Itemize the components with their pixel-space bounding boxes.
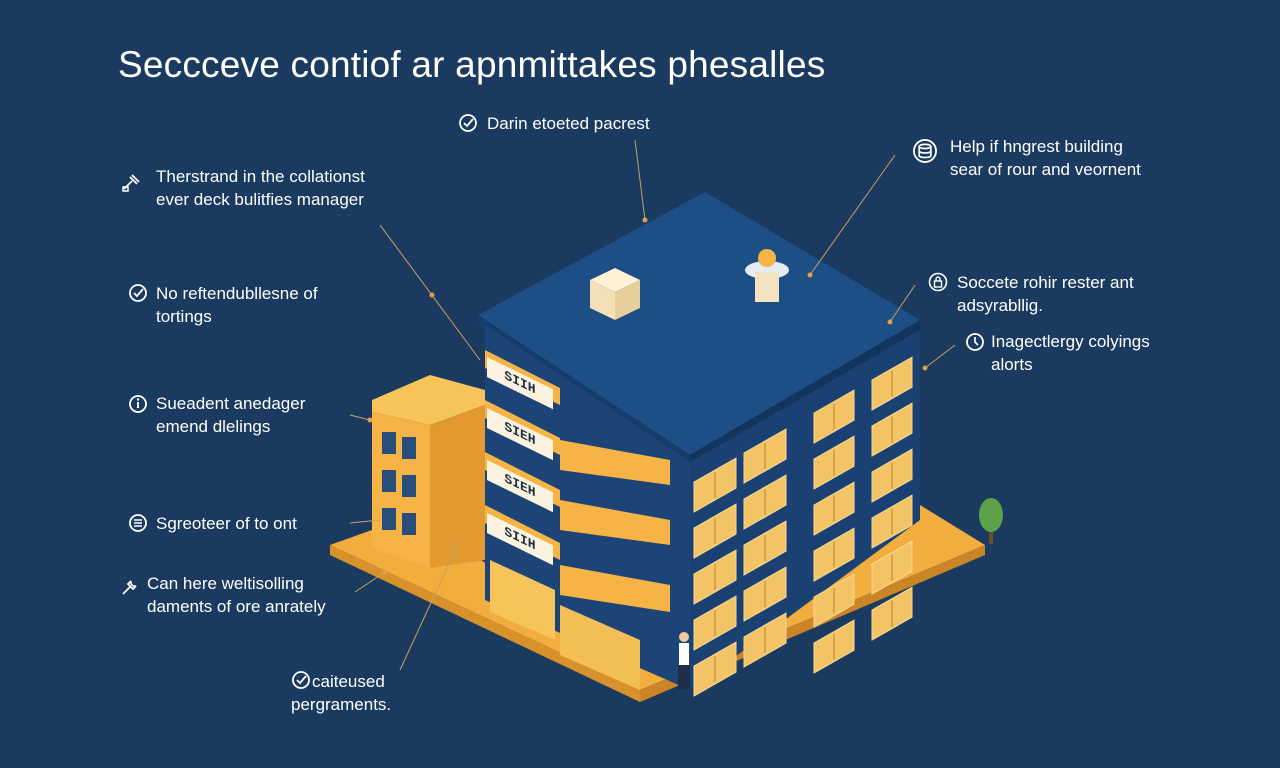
person-body xyxy=(679,643,689,665)
callout-right-3: Inagectlergy colyings alorts xyxy=(966,330,1150,376)
callout-top: Darin etoeted pacrest xyxy=(459,112,650,135)
check-circle-icon xyxy=(291,670,310,689)
check-circle-icon xyxy=(128,283,148,303)
leader-lines xyxy=(349,139,956,671)
ground-platform-edge xyxy=(330,545,640,702)
callout-right-2-line-1: Soccete rohir rester ant xyxy=(957,273,1134,292)
front-shop-2 xyxy=(560,605,640,690)
tower-roof-rim-right xyxy=(690,320,920,465)
person-legs xyxy=(678,665,690,689)
callout-left-1-line-2: ever deck bulitfies manager xyxy=(156,190,364,209)
rooftop-dome-light xyxy=(758,249,776,267)
callout-right-2: Soccete rohir rester ant adsyrabllig. xyxy=(928,271,1134,317)
tools-icon xyxy=(119,578,139,598)
check-circle-icon xyxy=(458,113,478,133)
page-title: Seccceve contiof ar apnmittakes phesalle… xyxy=(118,44,826,85)
lock-icon xyxy=(928,272,948,292)
hammer-icon xyxy=(121,173,141,193)
callout-left-4: Sgreoteer of to ont xyxy=(129,512,297,535)
callout-bottom-line-2: pergraments. xyxy=(291,695,392,714)
orange-building-side xyxy=(430,405,485,568)
rooftop-box-right xyxy=(615,280,640,320)
front-shop xyxy=(490,560,555,640)
callout-right-1-line-2: sear of rour and veornent xyxy=(950,160,1141,179)
person-head xyxy=(679,632,689,642)
callout-left-5-line-2: daments of ore anrately xyxy=(147,597,326,616)
callout-left-3-line-1: Sueadent anedager xyxy=(156,394,306,413)
callout-bottom: caiteused pergraments. xyxy=(291,670,391,716)
info-circle-icon xyxy=(128,394,148,414)
callout-left-2: No reftendubllesne of tortings xyxy=(129,282,318,328)
tower-windows xyxy=(693,356,913,697)
callout-right-3-line-2: alorts xyxy=(991,355,1033,374)
callout-left-2-line-2: tortings xyxy=(156,307,212,326)
callout-right-1: Help if hngrest building sear of rour an… xyxy=(913,135,1141,181)
database-icon xyxy=(912,138,938,164)
tree-trunk xyxy=(989,522,993,544)
tower-roof xyxy=(478,192,920,455)
callout-left-2-line-1: No reftendubllesne of xyxy=(156,284,318,303)
leader-dots xyxy=(367,217,928,575)
callout-left-3: Sueadent anedager emend dlelings xyxy=(129,392,306,438)
callout-left-1-line-1: Therstrand in the collationst xyxy=(156,167,365,186)
callout-left-5: Can here weltisolling daments of ore anr… xyxy=(122,572,326,618)
rooftop-dome-pillar xyxy=(755,272,779,302)
callout-top-line-1: Darin etoeted pacrest xyxy=(487,114,650,133)
callout-bottom-line-1: caiteused xyxy=(312,672,385,691)
callout-left-1: Therstrand in the collationst ever deck … xyxy=(122,165,365,211)
callout-right-1-line-1: Help if hngrest building xyxy=(950,137,1123,156)
orange-building-front xyxy=(372,412,430,568)
tree-crown xyxy=(979,498,1003,532)
callout-left-3-line-2: emend dlelings xyxy=(156,417,271,436)
orange-building-roof xyxy=(372,375,485,425)
callout-left-4-line-1: Sgreoteer of to ont xyxy=(156,514,297,533)
callout-right-3-line-1: Inagectlergy colyings xyxy=(991,332,1150,351)
orange-building-windows xyxy=(382,432,416,535)
clock-icon xyxy=(965,332,984,351)
rooftop-box-left xyxy=(590,280,615,320)
list-circle-icon xyxy=(128,513,148,533)
callout-right-2-line-2: adsyrabllig. xyxy=(957,296,1043,315)
callout-left-5-line-1: Can here weltisolling xyxy=(147,574,304,593)
